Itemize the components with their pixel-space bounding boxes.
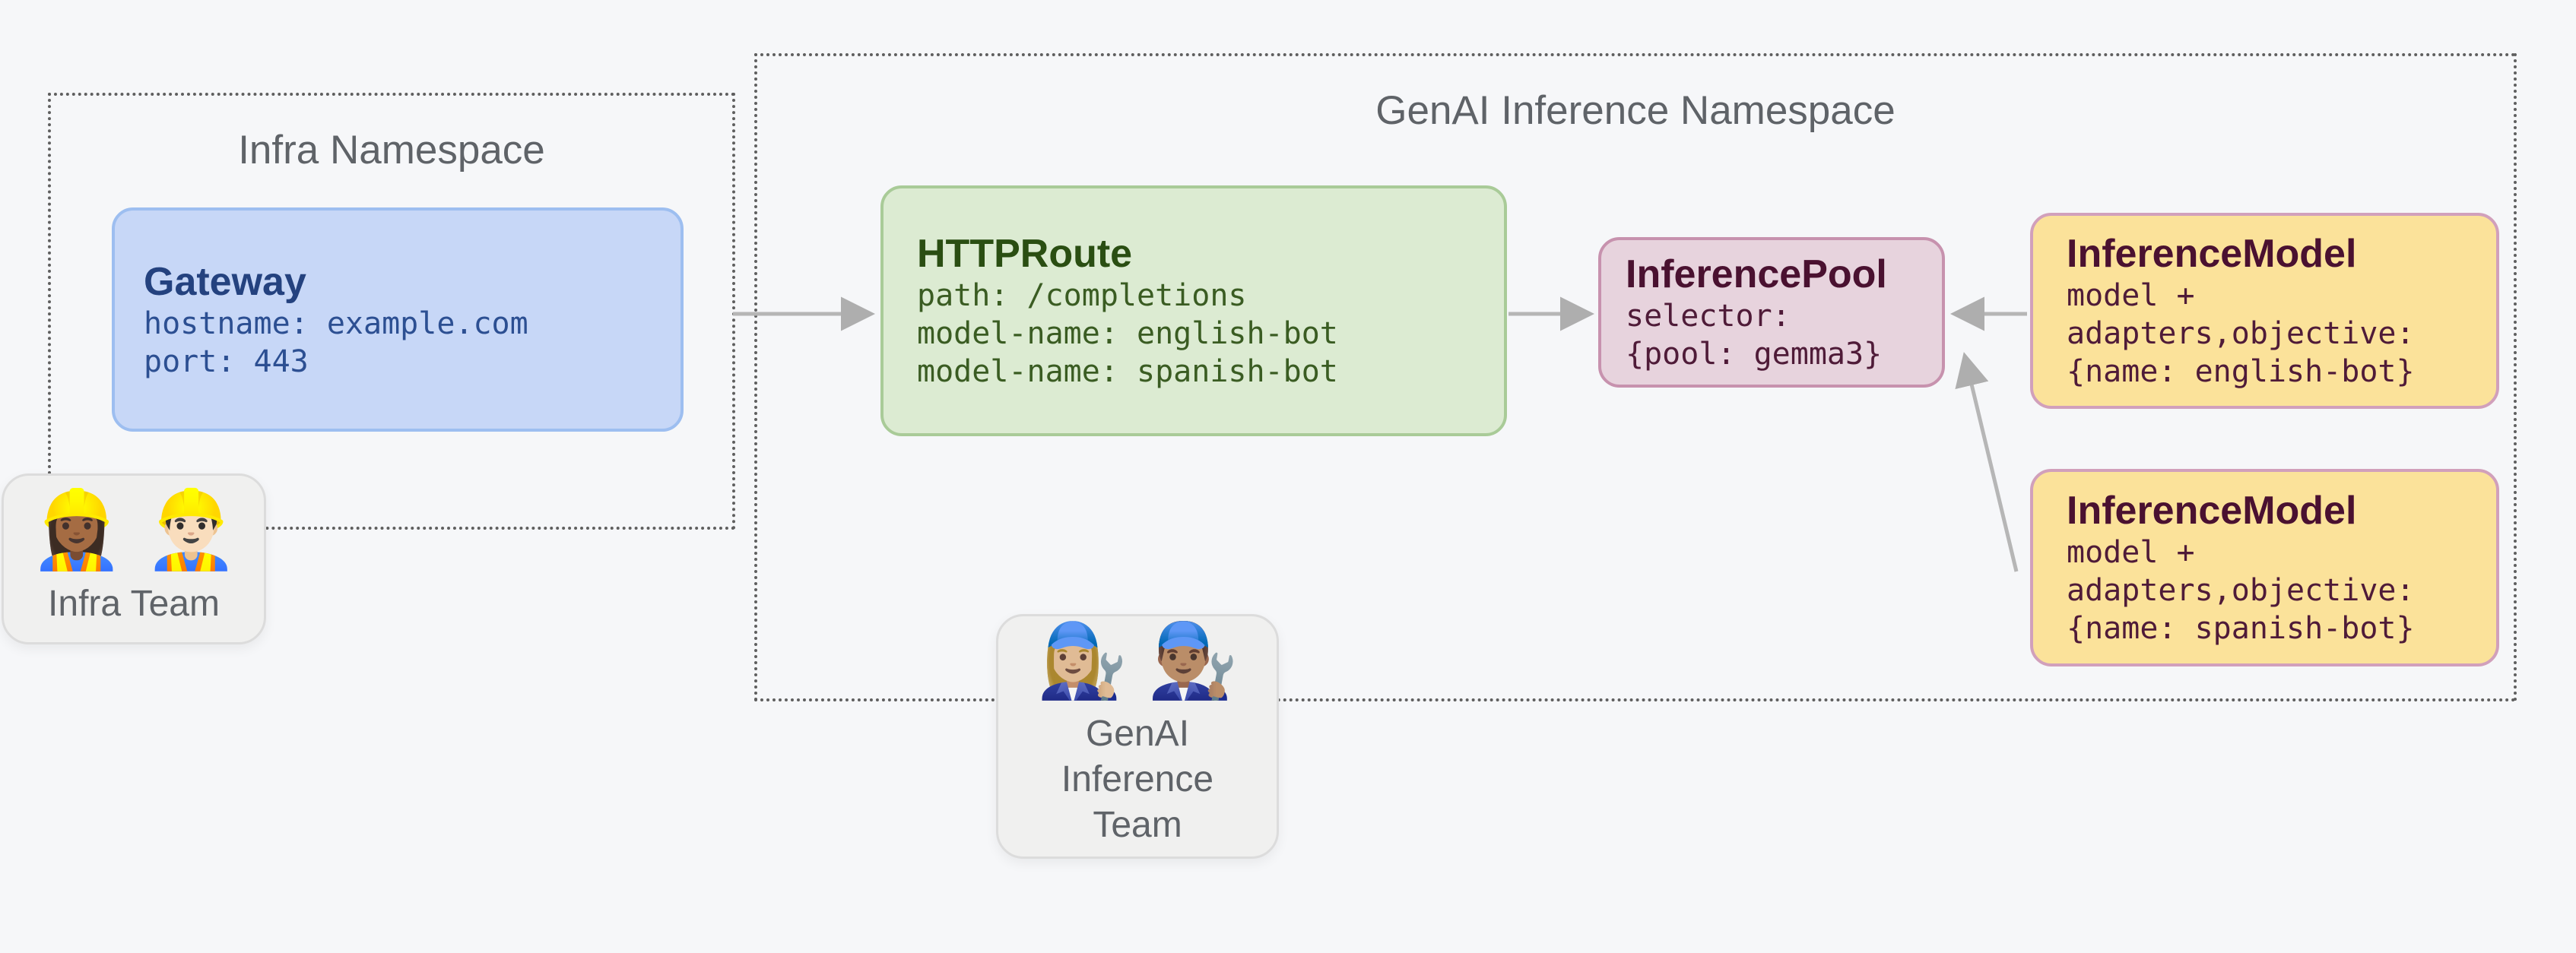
infra-team-emojis: 👷🏾‍♀️ 👷🏻‍♂️ (29, 492, 238, 568)
genai-team-emojis: 👩🏼‍🔧 👨🏽‍🔧 (1036, 625, 1238, 698)
man-construction-worker-emoji: 👷🏻‍♂️ (144, 486, 239, 572)
httproute-model-english-line: model-name: english-bot (917, 316, 1338, 351)
man-mechanic-emoji: 👨🏽‍🔧 (1147, 620, 1239, 701)
httproute-path-line: path: /completions (917, 278, 1247, 313)
inferencemodel-spanish-node: InferenceModel model + adapters,objectiv… (2030, 469, 2499, 666)
inferencepool-pool-line: {pool: gemma3} (1626, 337, 1883, 372)
genai-team-label: GenAI Inference Team (1061, 714, 1214, 845)
infra-team-label: Infra Team (48, 583, 220, 624)
inferencepool-selector-line: selector: (1626, 299, 1791, 334)
genai-namespace-box: GenAI Inference Namespace (754, 53, 2517, 701)
genai-namespace-title: GenAI Inference Namespace (1375, 88, 1896, 133)
infra-team-card: 👷🏾‍♀️ 👷🏻‍♂️ Infra Team (2, 473, 266, 644)
gateway-node-title: Gateway (144, 259, 306, 304)
genai-inference-team-card: 👩🏼‍🔧 👨🏽‍🔧 GenAI Inference Team (996, 614, 1279, 859)
infra-namespace-title: Infra Namespace (238, 128, 545, 173)
inferencemodel-spanish-model-line: model + (2067, 535, 2195, 570)
gateway-node: Gateway hostname: example.com port: 443 (112, 207, 684, 432)
inferencepool-node: InferencePool selector: {pool: gemma3} (1598, 237, 1945, 388)
infra-namespace-box: Infra Namespace (48, 93, 735, 530)
inferencemodel-english-node: InferenceModel model + adapters,objectiv… (2030, 213, 2499, 409)
httproute-model-spanish-line: model-name: spanish-bot (917, 354, 1338, 389)
inferencemodel-spanish-title: InferenceModel (2067, 489, 2357, 533)
gateway-hostname-line: hostname: example.com (144, 306, 528, 341)
woman-construction-worker-emoji: 👷🏾‍♀️ (29, 486, 124, 572)
inferencemodel-spanish-adapters-line: adapters,objective: (2067, 573, 2415, 608)
woman-mechanic-emoji: 👩🏼‍🔧 (1036, 620, 1128, 701)
inferencemodel-spanish-name-line: {name: spanish-bot} (2067, 611, 2415, 646)
inferencemodel-english-model-line: model + (2067, 278, 2195, 313)
inferencemodel-english-title: InferenceModel (2067, 232, 2357, 276)
inferencemodel-english-adapters-line: adapters,objective: (2067, 316, 2415, 351)
httproute-node: HTTPRoute path: /completions model-name:… (880, 185, 1507, 436)
httproute-node-title: HTTPRoute (917, 232, 1133, 276)
gateway-port-line: port: 443 (144, 344, 309, 379)
inferencepool-node-title: InferencePool (1626, 252, 1887, 296)
inferencemodel-english-name-line: {name: english-bot} (2067, 354, 2415, 389)
